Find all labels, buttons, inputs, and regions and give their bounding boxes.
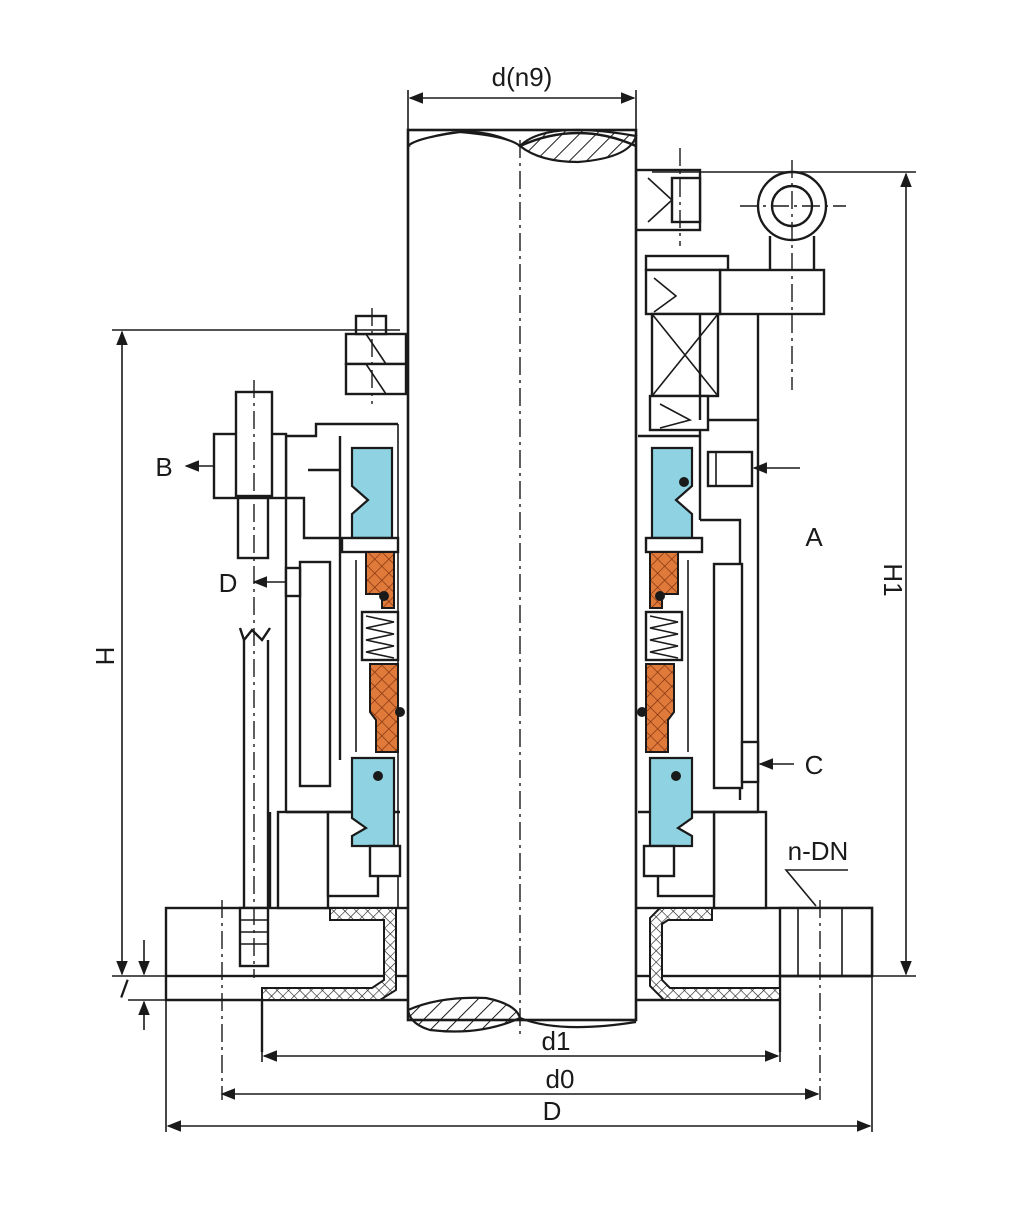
- label-n-dn: n-DN: [788, 836, 849, 866]
- bottom-gasket: [261, 907, 781, 1001]
- right-drive-assembly: [634, 148, 846, 432]
- label-h: H: [90, 647, 120, 666]
- left-seal-stack: [340, 446, 405, 878]
- label-d: D: [543, 1096, 562, 1126]
- label-a: A: [805, 522, 823, 552]
- right-seal-stack: [637, 446, 704, 878]
- label-d1: d1: [542, 1026, 571, 1056]
- left-stud-bolt: [234, 380, 274, 978]
- label-d-port: D: [219, 568, 238, 598]
- dimension-lines: [112, 90, 916, 1132]
- left-set-screw: [344, 308, 408, 404]
- label-c: C: [805, 750, 824, 780]
- label-h1: H1: [878, 563, 908, 596]
- shaft: [397, 128, 638, 1036]
- label-d0: d0: [546, 1064, 575, 1094]
- label-b: B: [155, 452, 172, 482]
- label-d-n9: d(n9): [492, 62, 553, 92]
